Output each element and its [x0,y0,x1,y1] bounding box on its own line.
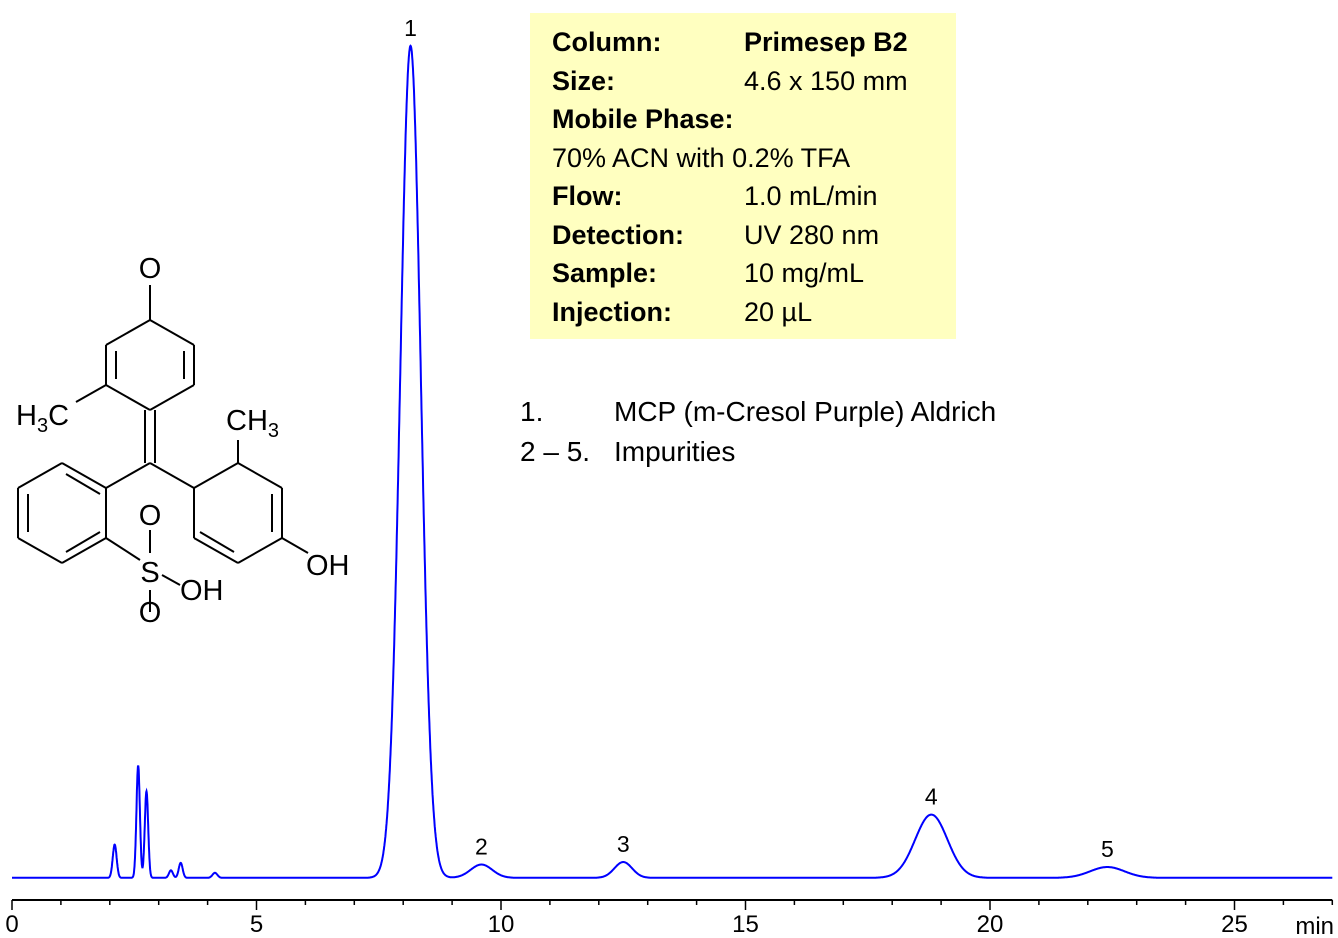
legend-item-1: 1.MCP (m-Cresol Purple) Aldrich [520,396,997,427]
peak-label-1: 1 [404,15,417,41]
peak-label-3: 3 [617,831,630,857]
peak-label-4: 4 [925,784,938,810]
methyl-label-right: CH3 [226,405,279,442]
peak-label-5: 5 [1101,836,1114,862]
oxo-oxygen-label: O [139,253,162,285]
peak-label-2: 2 [475,834,488,860]
info-row-mobile-phase: Mobile Phase: [552,104,734,134]
peak-legend: 1.MCP (m-Cresol Purple) Aldrich 2 – 5.Im… [520,392,996,472]
info-row-mobile-phase-value: 70% ACN with 0.2% TFA [552,142,851,173]
x-tick-label: 10 [488,911,515,938]
sulfonyl-oxygen-top-label: O [139,500,162,532]
sulfonyl-oxygen-bottom-label: O [139,597,162,629]
x-tick-label: 5 [250,911,263,938]
info-row-detection: Detection:UV 280 nm [552,219,880,250]
method-conditions-box: Column:Primesep B2 Size:4.6 x 150 mm Mob… [530,13,956,339]
x-axis: 0 5 10 15 20 25 min [5,899,1334,938]
peak-labels: 1 2 3 4 5 [404,15,1114,862]
legend-item-2: 2 – 5.Impurities [520,436,736,467]
info-row-size: Size:4.6 x 150 mm [552,65,908,96]
sulfur-label: S [140,557,159,589]
x-tick-label: 25 [1221,911,1248,938]
x-axis-title: min [1295,913,1334,938]
x-tick-label: 20 [977,911,1004,938]
chromatogram-trace [12,44,1333,879]
methyl-label-left: H3C [16,400,69,437]
x-tick-label: 0 [5,911,18,938]
structure-labels: O H3C CH3 O S O OH OH [16,253,350,629]
phenol-hydroxyl-label: OH [306,550,350,582]
info-row-column: Column:Primesep B2 [552,27,908,57]
info-row-injection: Injection:20 µL [552,296,813,327]
chemical-structure [17,285,309,612]
info-row-sample: Sample:10 mg/mL [552,258,865,288]
info-row-flow: Flow:1.0 mL/min [552,181,878,211]
x-tick-label: 15 [732,911,759,938]
sulfonic-hydroxyl-label: OH [180,575,224,607]
